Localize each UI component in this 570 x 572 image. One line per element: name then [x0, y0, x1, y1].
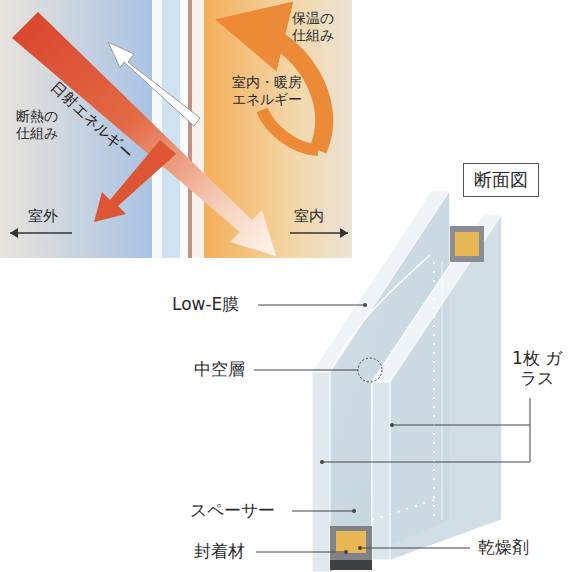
- leader-line: [258, 305, 363, 306]
- solar-out-arrow: [94, 140, 176, 222]
- panel-ground: [0, 0, 352, 258]
- sealant: [330, 560, 372, 570]
- section-title-box: 断面図: [463, 163, 539, 197]
- leader-line: [292, 511, 352, 512]
- leader-dot: [390, 423, 394, 427]
- part-name: 乾燥剤: [478, 537, 529, 557]
- direction-line: [10, 232, 72, 234]
- glass-pane: [162, 0, 180, 258]
- part-name: スペーサー: [190, 500, 275, 520]
- part-name: 中空層: [194, 359, 245, 379]
- glass-edge: [372, 382, 390, 560]
- leader-dot: [320, 460, 324, 464]
- direction-line: [290, 232, 348, 234]
- glass-gap: [192, 0, 204, 258]
- desiccant: [336, 531, 366, 553]
- insulation-note: 断熱の 仕組み: [16, 108, 68, 142]
- spacer-holes: [372, 500, 434, 520]
- leader-dot: [344, 550, 348, 554]
- leader-dot: [352, 509, 356, 513]
- box-title: 断面図: [474, 168, 528, 192]
- leader-line: [254, 370, 358, 371]
- leader-dot: [358, 546, 362, 550]
- hollow-marker: [358, 358, 382, 382]
- leader-line: [256, 552, 344, 553]
- inside-label: 室内: [294, 207, 324, 225]
- heat-arrow-tail: [262, 110, 318, 150]
- spacer-holes: [433, 262, 435, 520]
- glass-gap: [180, 0, 188, 258]
- glass-edge: [312, 372, 330, 572]
- part-name: Low-E膜: [172, 294, 239, 314]
- solar-arrow: [12, 12, 276, 256]
- part-name: 1枚 ガラス: [508, 348, 566, 389]
- part-name: 封着材: [194, 541, 245, 561]
- heating-label: 室内・暖房 エネルギー: [232, 74, 312, 108]
- low-e-film: [188, 0, 192, 258]
- leader-dot: [363, 303, 367, 307]
- glass-pane: [372, 214, 502, 560]
- warmth-note: 保温の 仕組み: [292, 10, 344, 44]
- spacer: [330, 526, 372, 560]
- leader-line: [362, 548, 470, 549]
- spacer: [450, 226, 484, 262]
- bracket-line: [322, 398, 530, 462]
- direction-head: [340, 228, 348, 238]
- outside-label: 室外: [28, 207, 58, 225]
- spacer-edge: [442, 262, 443, 520]
- direction-head: [10, 228, 18, 238]
- desiccant: [455, 232, 479, 256]
- glass-edge: [372, 214, 502, 382]
